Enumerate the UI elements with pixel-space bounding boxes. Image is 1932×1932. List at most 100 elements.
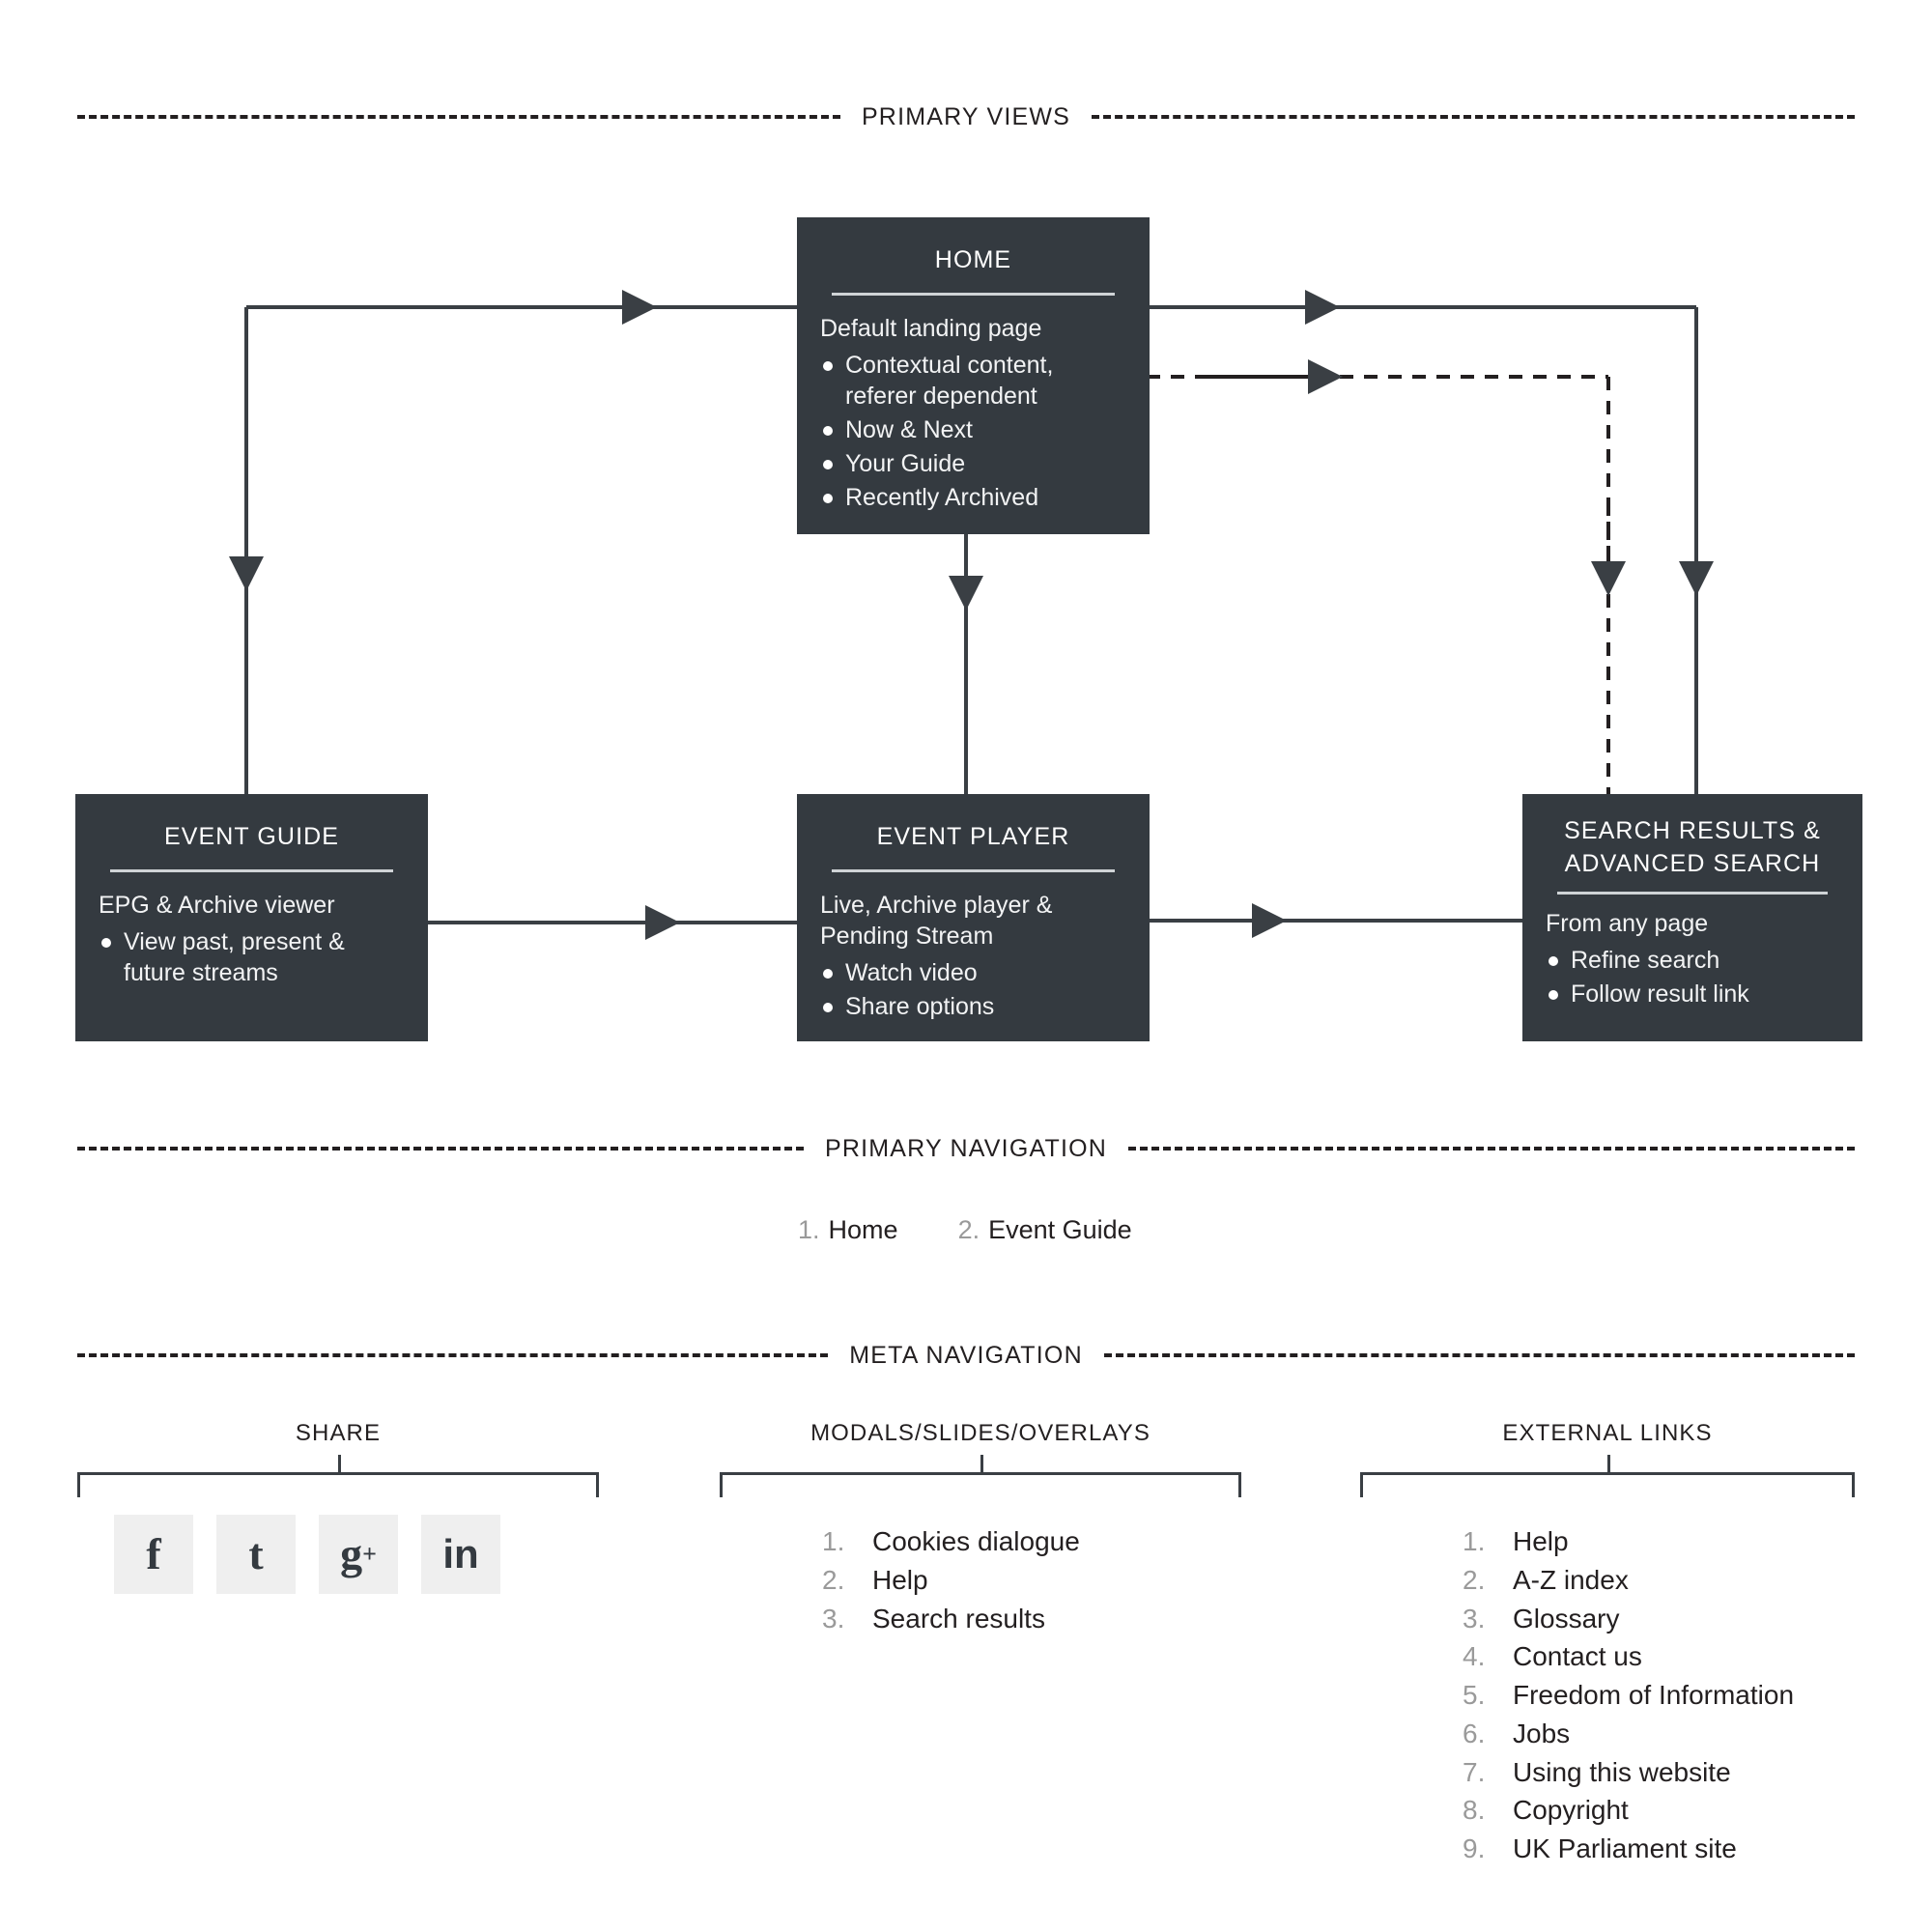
node-home-rule bbox=[832, 292, 1115, 296]
divider-label-primary-navigation: PRIMARY NAVIGATION bbox=[824, 1134, 1108, 1162]
node-search-results-title-line2: ADVANCED SEARCH bbox=[1564, 849, 1821, 877]
list-item-label: Cookies dialogue bbox=[872, 1526, 1080, 1556]
list-item-number: 3. bbox=[1463, 1603, 1486, 1634]
node-event-player-title: EVENT PLAYER bbox=[876, 823, 1070, 850]
external-links-list: 1. Help 2. A-Z index 3. Glossary 4. Cont… bbox=[1360, 1522, 1855, 1868]
divider-label-primary-views: PRIMARY VIEWS bbox=[861, 102, 1071, 130]
list-item-label: Help bbox=[872, 1564, 928, 1595]
node-search-results-title: SEARCH RESULTS & ADVANCED SEARCH bbox=[1546, 810, 1839, 880]
bracket-external-links bbox=[1360, 1455, 1855, 1497]
list-item-label: UK Parliament site bbox=[1513, 1833, 1737, 1863]
divider-dash-right bbox=[1103, 1353, 1856, 1357]
list-item-label: Glossary bbox=[1513, 1603, 1620, 1634]
node-home[interactable]: HOME Default landing page Contextual con… bbox=[797, 217, 1150, 534]
divider-primary-navigation: PRIMARY NAVIGATION bbox=[77, 1132, 1855, 1165]
node-home-list: Contextual content, referer dependent No… bbox=[820, 350, 1126, 513]
node-event-player-rule bbox=[832, 868, 1115, 872]
list-item-number: 1. bbox=[822, 1526, 845, 1556]
node-event-player-list: Watch video Share options bbox=[820, 957, 1126, 1022]
list-item-number: 7. bbox=[1463, 1756, 1486, 1787]
primary-nav-item-number: 2. bbox=[957, 1215, 980, 1244]
google-plus-icon[interactable]: g+ bbox=[319, 1515, 398, 1594]
node-search-results[interactable]: SEARCH RESULTS & ADVANCED SEARCH From an… bbox=[1522, 794, 1862, 1041]
list-item[interactable]: 1. Cookies dialogue bbox=[822, 1522, 1241, 1561]
primary-nav-item-home[interactable]: 1. Home bbox=[798, 1215, 898, 1245]
list-item[interactable]: 6. Jobs bbox=[1463, 1715, 1855, 1753]
list-item-number: 1. bbox=[1463, 1526, 1486, 1556]
list-item[interactable]: 7. Using this website bbox=[1463, 1753, 1855, 1792]
linkedin-icon[interactable]: in bbox=[421, 1515, 500, 1594]
list-item-label: Jobs bbox=[1513, 1718, 1571, 1748]
list-item[interactable]: 2. A-Z index bbox=[1463, 1561, 1855, 1600]
connector-home-to-search-results-dashed bbox=[1147, 359, 1626, 807]
meta-group-share: SHARE f t g+ in bbox=[77, 1420, 599, 1594]
primary-nav-item-label: Home bbox=[828, 1215, 898, 1244]
list-item[interactable]: 1. Help bbox=[1463, 1522, 1855, 1561]
meta-group-share-title: SHARE bbox=[295, 1420, 382, 1446]
list-item[interactable]: 3. Glossary bbox=[1463, 1600, 1855, 1638]
node-event-player[interactable]: EVENT PLAYER Live, Archive player & Pend… bbox=[797, 794, 1150, 1041]
connector-home-to-search-results bbox=[1150, 290, 1714, 807]
node-search-results-item: Follow result link bbox=[1546, 979, 1839, 1009]
divider-meta-navigation: META NAVIGATION bbox=[77, 1339, 1856, 1372]
node-event-guide[interactable]: EVENT GUIDE EPG & Archive viewer View pa… bbox=[75, 794, 428, 1041]
list-item-label: A-Z index bbox=[1513, 1564, 1629, 1595]
bracket-stem bbox=[1607, 1455, 1610, 1472]
tumblr-icon[interactable]: t bbox=[216, 1515, 296, 1594]
list-item[interactable]: 2. Help bbox=[822, 1561, 1241, 1600]
list-item-label: Copyright bbox=[1513, 1795, 1629, 1826]
bracket-stem bbox=[980, 1455, 983, 1472]
bracket-modals bbox=[720, 1455, 1241, 1497]
list-item-label: Freedom of Information bbox=[1513, 1680, 1795, 1710]
primary-nav-item-label: Event Guide bbox=[988, 1215, 1132, 1244]
list-item[interactable]: 8. Copyright bbox=[1463, 1791, 1855, 1830]
node-event-guide-list: View past, present & future streams bbox=[99, 926, 405, 988]
divider-dash-left bbox=[77, 1353, 829, 1357]
node-search-results-rule bbox=[1557, 892, 1828, 895]
list-item[interactable]: 4. Contact us bbox=[1463, 1637, 1855, 1676]
list-item-number: 5. bbox=[1463, 1680, 1486, 1710]
share-icon-row: f t g+ in bbox=[77, 1515, 599, 1594]
node-event-player-lead: Live, Archive player & Pending Stream bbox=[820, 891, 1053, 950]
node-event-guide-title: EVENT GUIDE bbox=[163, 823, 340, 850]
list-item[interactable]: 3. Search results bbox=[822, 1600, 1241, 1638]
facebook-icon[interactable]: f bbox=[114, 1515, 193, 1594]
node-event-guide-item: View past, present & future streams bbox=[99, 926, 405, 988]
list-item-label: Using this website bbox=[1513, 1756, 1731, 1787]
divider-dash-right bbox=[1128, 1147, 1855, 1151]
node-search-results-list: Refine search Follow result link bbox=[1546, 945, 1839, 1009]
primary-navigation-list: 1. Home 2. Event Guide bbox=[798, 1215, 1192, 1245]
meta-group-external-links: EXTERNAL LINKS 1. Help 2. A-Z index 3. G… bbox=[1360, 1420, 1855, 1868]
node-search-results-item: Refine search bbox=[1546, 945, 1839, 976]
meta-group-modals: MODALS/SLIDES/OVERLAYS 1. Cookies dialog… bbox=[720, 1420, 1241, 1637]
tumblr-icon-glyph: t bbox=[248, 1529, 264, 1578]
bracket-share bbox=[77, 1455, 599, 1497]
divider-label-meta-navigation: META NAVIGATION bbox=[849, 1341, 1083, 1369]
node-home-item: Contextual content, referer dependent bbox=[820, 350, 1126, 412]
list-item-number: 4. bbox=[1463, 1641, 1486, 1672]
bracket-stem bbox=[338, 1455, 341, 1472]
primary-nav-item-number: 1. bbox=[798, 1215, 820, 1244]
facebook-icon-glyph: f bbox=[146, 1529, 161, 1578]
list-item-label: Search results bbox=[872, 1603, 1045, 1634]
google-plus-icon-plus: + bbox=[362, 1540, 377, 1568]
divider-dash-right bbox=[1092, 115, 1855, 119]
list-item[interactable]: 9. UK Parliament site bbox=[1463, 1830, 1855, 1868]
node-search-results-lead: From any page bbox=[1546, 910, 1709, 937]
list-item-number: 6. bbox=[1463, 1718, 1486, 1748]
google-plus-icon-glyph: g bbox=[340, 1529, 363, 1578]
node-event-guide-rule bbox=[110, 868, 393, 872]
divider-primary-views: PRIMARY VIEWS bbox=[77, 100, 1855, 133]
list-item[interactable]: 5. Freedom of Information bbox=[1463, 1676, 1855, 1715]
bracket-span bbox=[1360, 1472, 1855, 1497]
primary-nav-item-event-guide[interactable]: 2. Event Guide bbox=[958, 1215, 1132, 1245]
divider-dash-left bbox=[77, 115, 840, 119]
node-home-item: Now & Next bbox=[820, 414, 1126, 445]
bracket-span bbox=[720, 1472, 1241, 1497]
node-home-item: Recently Archived bbox=[820, 482, 1126, 513]
node-event-guide-lead: EPG & Archive viewer bbox=[99, 891, 335, 919]
node-event-player-item: Share options bbox=[820, 991, 1126, 1022]
modals-list: 1. Cookies dialogue 2. Help 3. Search re… bbox=[720, 1522, 1241, 1637]
bracket-span bbox=[77, 1472, 599, 1497]
